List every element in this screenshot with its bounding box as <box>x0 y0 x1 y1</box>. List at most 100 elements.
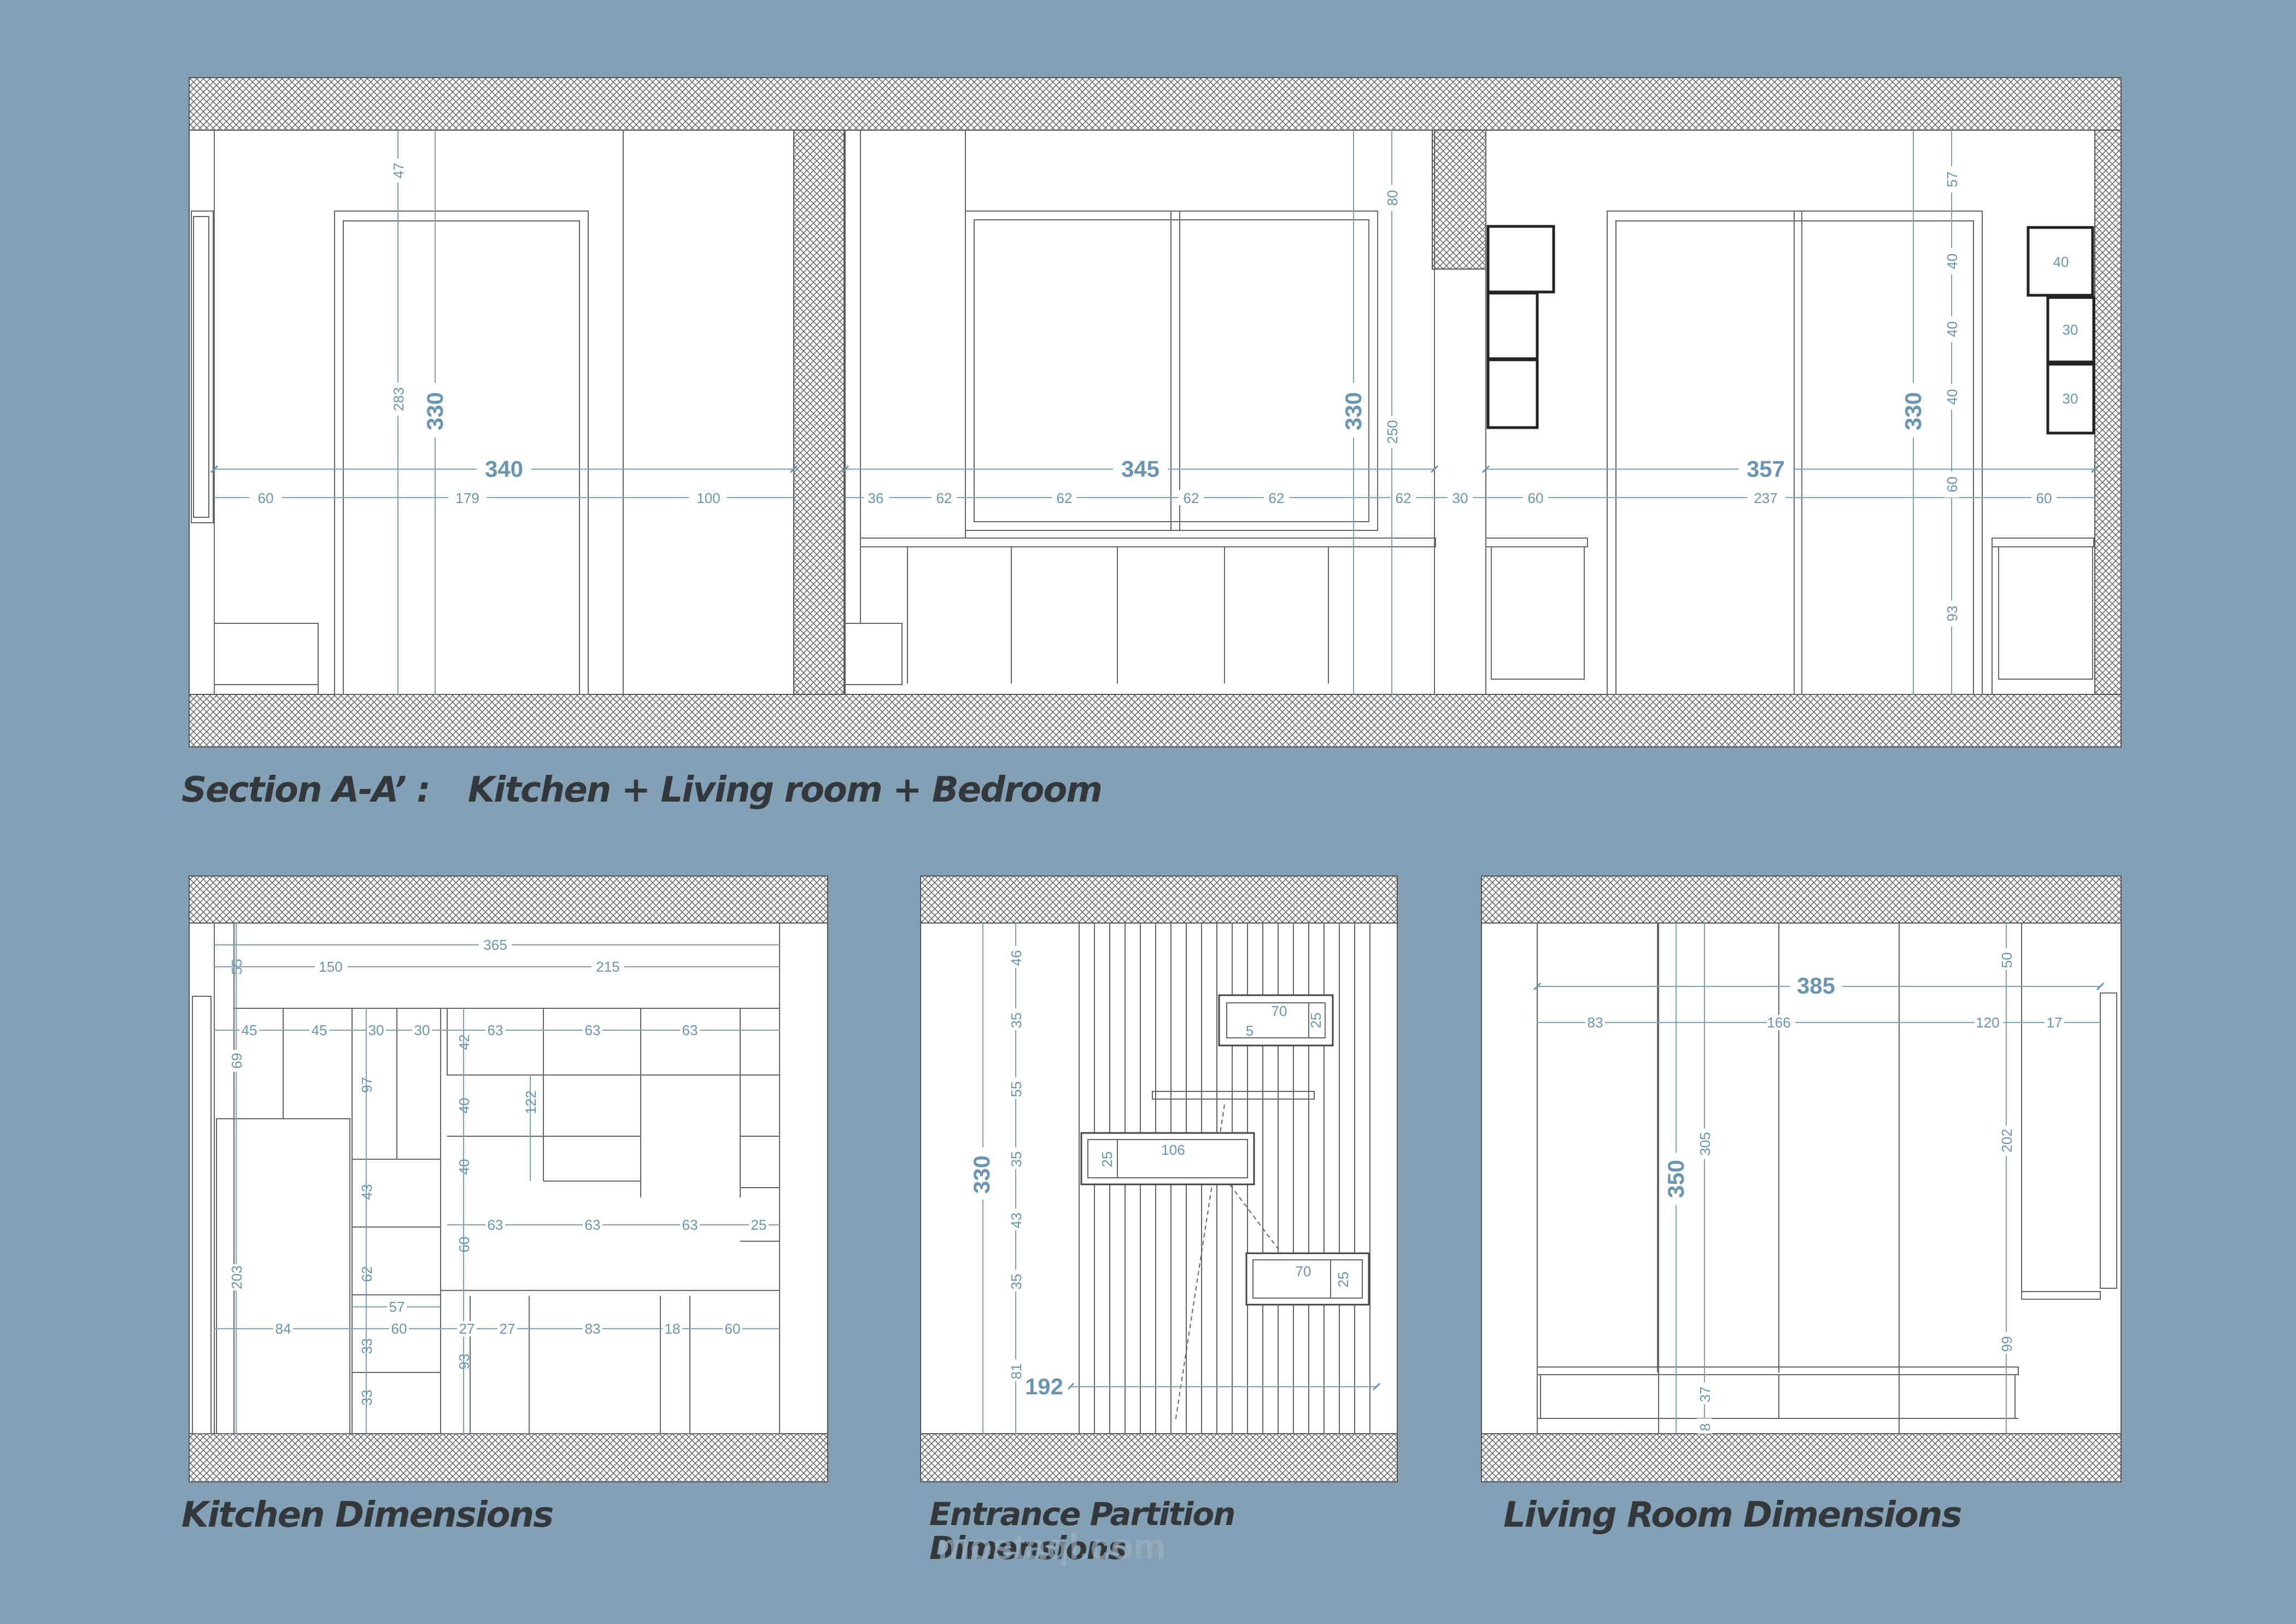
k-row2-3: 63 <box>682 1217 698 1233</box>
k-mid-v-62: 62 <box>359 1266 375 1282</box>
entrance-v3: 55 <box>1008 1082 1024 1097</box>
living-seg-5: 62 <box>1269 490 1285 506</box>
living-overall-width: 385 <box>1797 973 1835 998</box>
living-caption: Living Room Dimensions <box>1503 1495 1962 1535</box>
bedroom-vert-3: 40 <box>1944 322 1960 337</box>
k-left-v2: 203 <box>229 1265 245 1289</box>
k-row3-6: 18 <box>665 1321 681 1337</box>
k-row1-4: 30 <box>414 1022 430 1038</box>
k-row3-2: 60 <box>391 1321 407 1337</box>
living-seg-17: 17 <box>2047 1014 2063 1031</box>
k-mid-v-33b: 33 <box>359 1390 375 1406</box>
watermark: mostaql.com <box>938 1526 1167 1567</box>
k-row2-1: 63 <box>488 1217 503 1233</box>
living-seg-3: 62 <box>1057 490 1073 506</box>
section-caption: Section A-A’ : Kitchen + Living room + Be… <box>181 770 1103 810</box>
living-v-8: 8 <box>1697 1423 1713 1431</box>
k-v-40a: 40 <box>456 1098 472 1114</box>
bedroom-vert-1: 57 <box>1944 172 1960 188</box>
kitchen-width-dim: 340 <box>485 456 523 482</box>
k-row2-2: 63 <box>585 1217 601 1233</box>
living-v-305: 305 <box>1697 1132 1713 1155</box>
section-caption-rooms: Kitchen + Living room + Bedroom <box>467 770 1103 810</box>
living-seg-4: 62 <box>1184 490 1199 506</box>
shelf-label-1: 40 <box>2053 254 2069 270</box>
k-mid-v-33a: 33 <box>359 1339 375 1354</box>
kitchen-elevation: 365 150 215 55 45 45 30 30 63 63 63 69 2… <box>189 875 828 1482</box>
bedroom-vert-6: 93 <box>1944 606 1960 622</box>
kitchen-seg-1: 60 <box>258 490 274 506</box>
living-v-99: 99 <box>1999 1336 2015 1352</box>
k-row2-4: 25 <box>751 1217 767 1233</box>
k-left-v1: 69 <box>229 1053 245 1069</box>
living-seg-120: 120 <box>1976 1014 1999 1031</box>
entrance-v1: 46 <box>1008 950 1024 966</box>
k-row3-3: 27 <box>459 1321 475 1337</box>
living-overall-height: 350 <box>1663 1160 1689 1198</box>
k-row3-5: 83 <box>585 1321 601 1337</box>
living-vert-1: 80 <box>1384 190 1401 206</box>
living-seg-7: 30 <box>1452 490 1468 506</box>
bedroom-seg-1: 60 <box>1528 490 1544 506</box>
box2-height: 25 <box>1099 1152 1115 1167</box>
living-seg-6: 62 <box>1396 490 1411 506</box>
living-height-dim: 330 <box>1340 392 1366 430</box>
k-row1-7: 63 <box>682 1022 698 1038</box>
entrance-v6: 35 <box>1008 1274 1024 1290</box>
entrance-v7: 81 <box>1008 1364 1024 1380</box>
k-v-42: 42 <box>456 1035 472 1050</box>
k-row3-7: 60 <box>725 1321 741 1337</box>
entrance-width: 192 <box>1025 1374 1063 1399</box>
bedroom-width-dim: 357 <box>1747 456 1785 482</box>
k-v-93: 93 <box>456 1354 472 1370</box>
living-seg-166: 166 <box>1767 1014 1790 1031</box>
box3-width: 70 <box>1296 1263 1311 1280</box>
entrance-height: 330 <box>969 1155 994 1194</box>
living-room-elevation: 385 83 166 120 17 350 305 37 8 50 202 99 <box>1481 875 2122 1482</box>
entrance-v4: 35 <box>1008 1152 1024 1167</box>
k-v-40b: 40 <box>456 1159 472 1175</box>
kitchen-vert-2: 283 <box>390 387 407 411</box>
kitchen-upper-1: 150 <box>319 959 342 975</box>
kitchen-caption: Kitchen Dimensions <box>181 1495 554 1535</box>
entrance-v5: 43 <box>1008 1213 1024 1229</box>
k-row1-3: 30 <box>368 1022 384 1038</box>
section-a-a-elevation: 340 60 179 100 330 47 283 345 36 62 62 6… <box>189 77 2122 747</box>
k-v-122: 122 <box>523 1090 539 1114</box>
k-row1-1: 45 <box>242 1022 257 1038</box>
k-row1-6: 63 <box>585 1022 601 1038</box>
living-width-dim: 345 <box>1121 456 1159 482</box>
entrance-partition-elevation: 330 46 35 55 35 43 35 81 192 70 25 5 106… <box>920 875 1398 1482</box>
entrance-v2: 35 <box>1008 1013 1024 1029</box>
living-seg-2: 62 <box>936 490 952 506</box>
living-seg-1: 36 <box>868 490 884 506</box>
entrance-caption: Entrance Partition Dimensions <box>929 1496 1235 1567</box>
k-row1-2: 45 <box>312 1022 327 1038</box>
k-v-60: 60 <box>456 1237 472 1253</box>
living-seg-83: 83 <box>1588 1014 1603 1031</box>
box1-height: 25 <box>1308 1013 1324 1029</box>
bedroom-vert-5: 60 <box>1944 477 1960 493</box>
living-v-50: 50 <box>1999 953 2015 968</box>
shelf-label-3: 30 <box>2063 390 2078 407</box>
shelf-label-2: 30 <box>2063 322 2078 338</box>
k-w-57: 57 <box>389 1299 405 1315</box>
kitchen-upper-2: 215 <box>596 959 619 975</box>
bedroom-seg-3: 60 <box>2036 490 2052 506</box>
section-caption-prefix: Section A-A’ : <box>181 770 431 810</box>
k-mid-v-43: 43 <box>359 1184 375 1200</box>
k-row1-5: 63 <box>488 1022 503 1038</box>
box1-width: 70 <box>1272 1003 1287 1019</box>
kitchen-seg-3: 100 <box>696 490 720 506</box>
box3-height: 25 <box>1335 1272 1351 1288</box>
box1-offset: 5 <box>1246 1023 1254 1039</box>
bedroom-vert-4: 40 <box>1944 389 1960 405</box>
kitchen-overall-width: 365 <box>483 937 507 953</box>
bedroom-vert-2: 40 <box>1944 254 1960 270</box>
living-v-202: 202 <box>1999 1129 2015 1152</box>
bedroom-seg-2: 237 <box>1754 490 1777 506</box>
kitchen-height-dim: 330 <box>422 392 448 430</box>
k-row3-4: 27 <box>500 1321 516 1337</box>
k-row3-1: 84 <box>276 1321 291 1337</box>
